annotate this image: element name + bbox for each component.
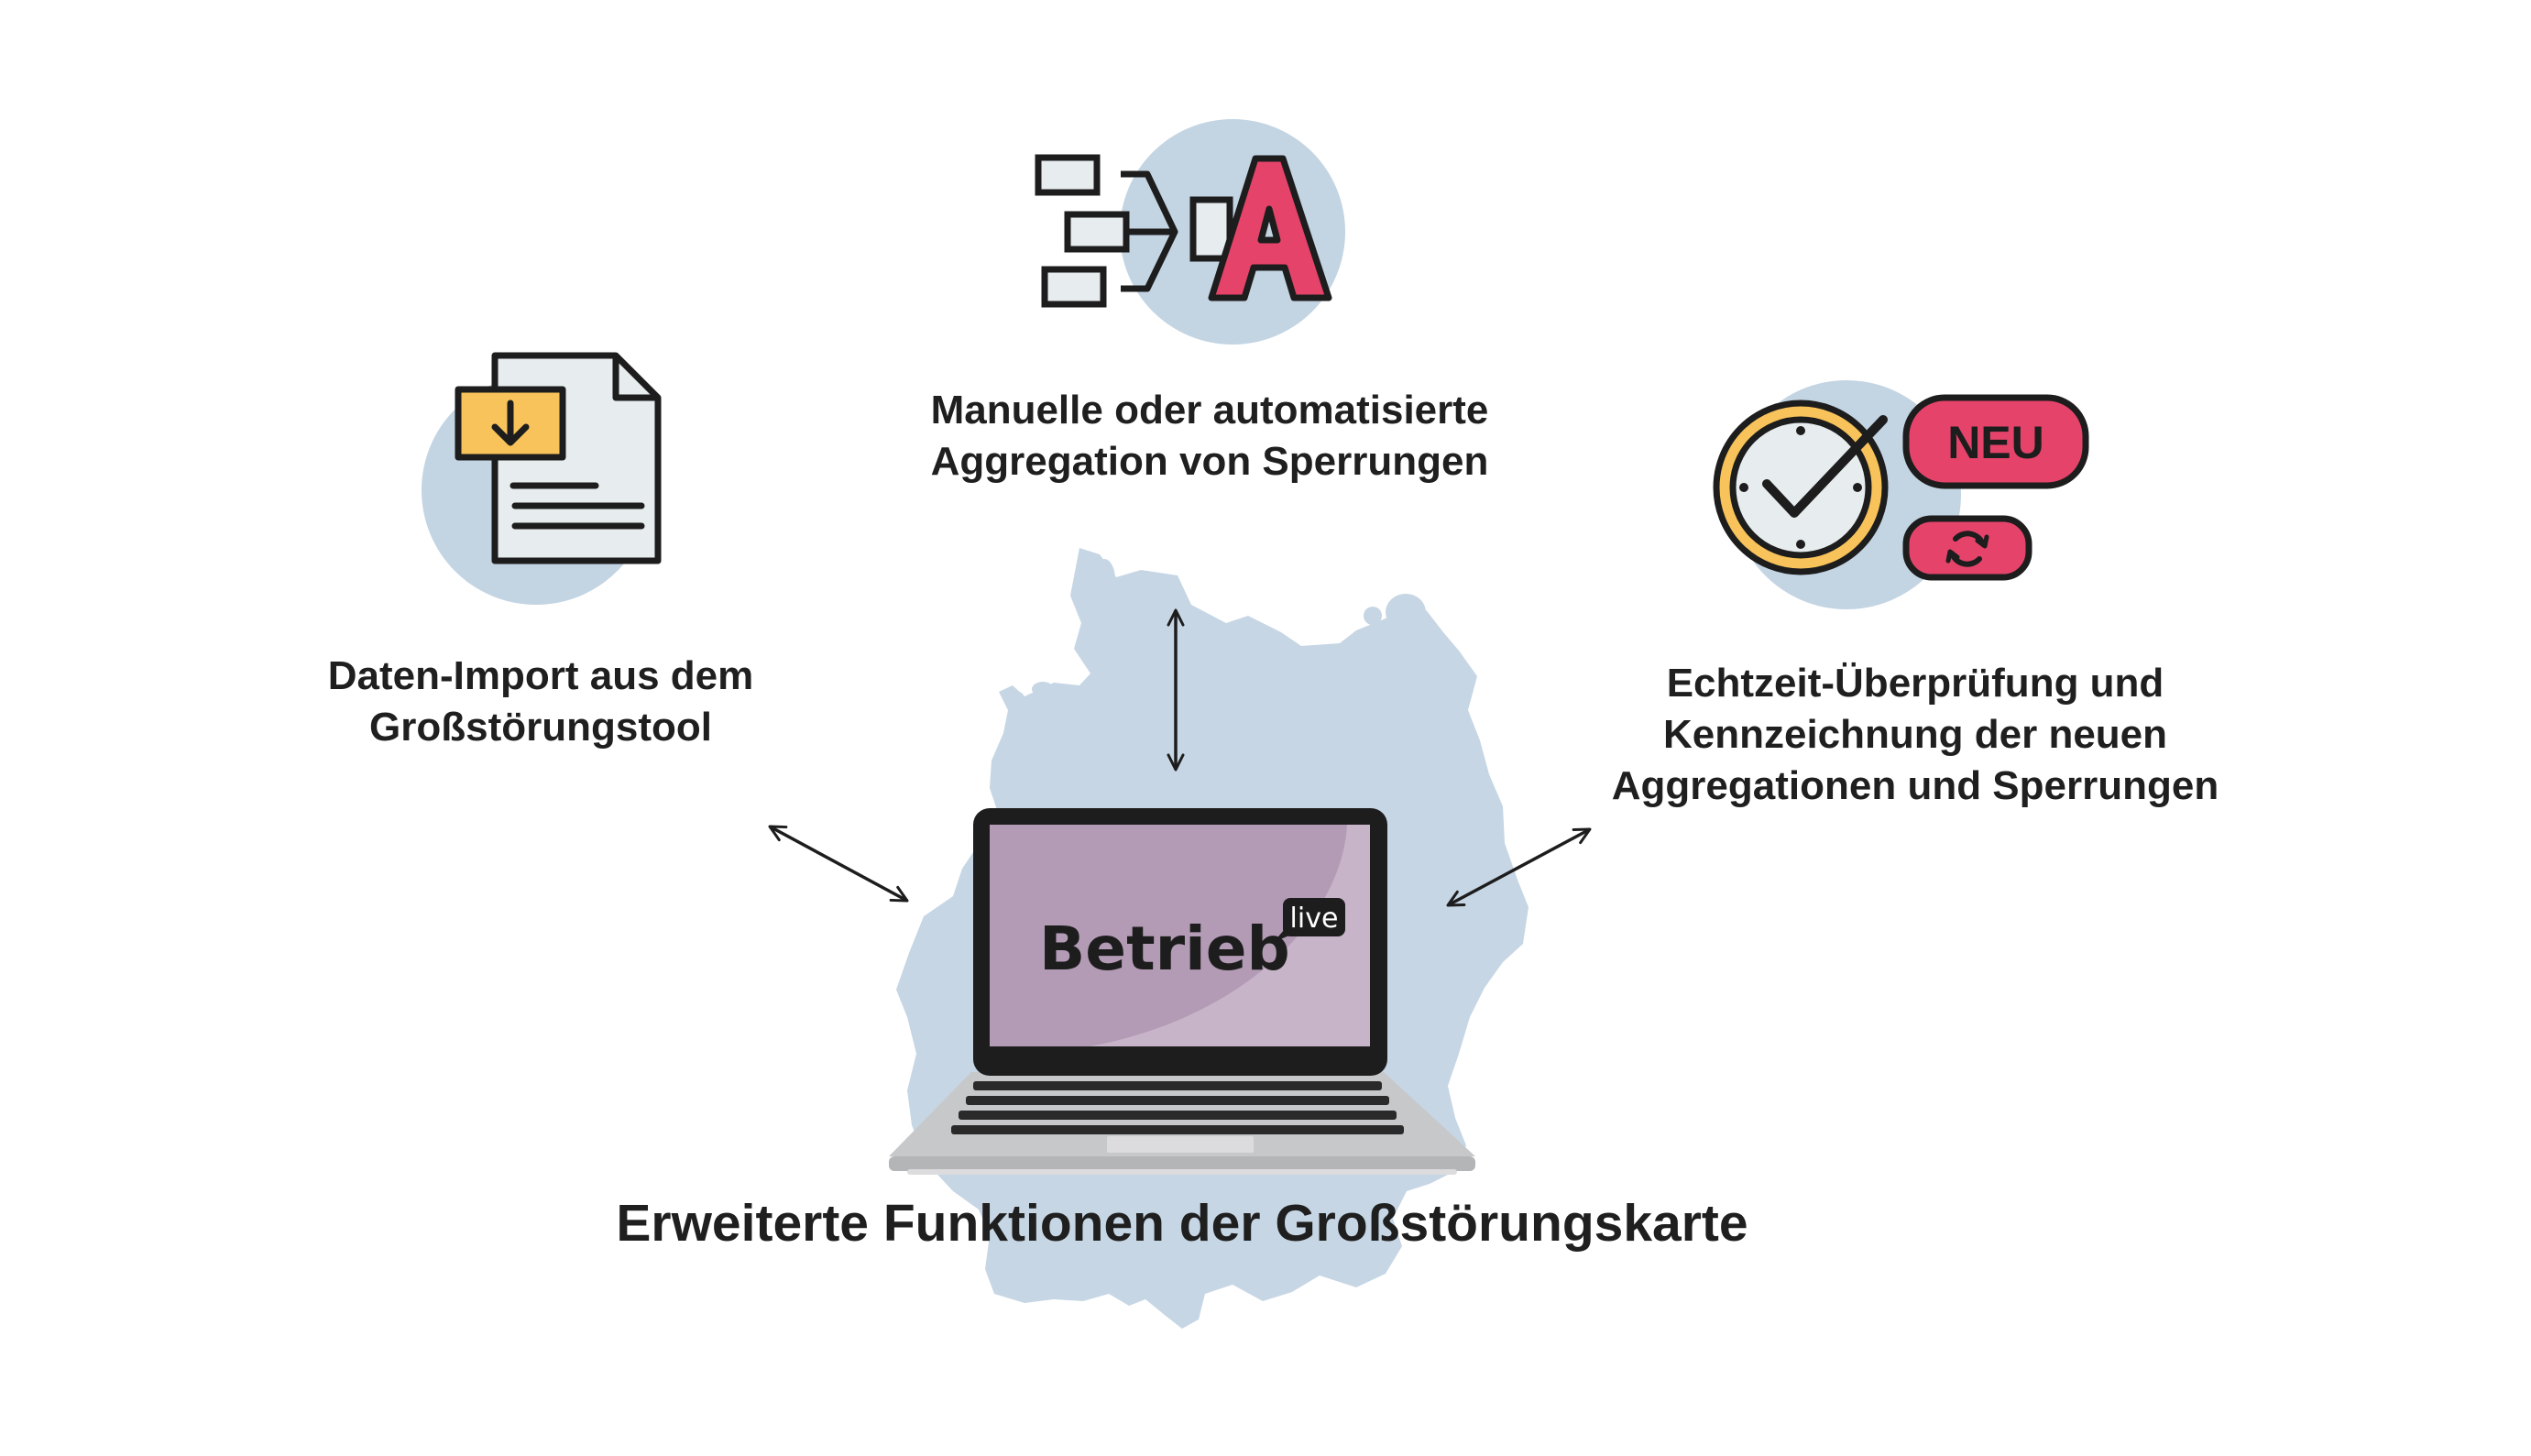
- realtime-label-line-2: Kennzeichnung der neuen: [1662, 712, 2168, 757]
- betrieb-logo-text: Betrieb: [1039, 914, 1290, 984]
- feature-label-import: Daten-Import aus dem Großstörungstool: [266, 651, 816, 753]
- diagram-title: Erweiterte Funktionen der Großstörungska…: [616, 1194, 1748, 1253]
- aggregation-label-line-2: Aggregation von Sperrungen: [930, 439, 1489, 484]
- refresh-icon: [1945, 531, 1989, 567]
- import-label-line-1: Daten-Import aus dem: [327, 653, 754, 698]
- document-download-icon: [455, 352, 662, 564]
- import-label-line-2: Großstörungstool: [369, 705, 712, 750]
- arrow-import: [768, 825, 909, 903]
- realtime-label-line-1: Echtzeit-Überprüfung und: [1666, 661, 2164, 706]
- refresh-badge: [1902, 515, 2032, 581]
- clock-check-icon: [1713, 400, 1889, 575]
- arrow-realtime: [1446, 827, 1592, 907]
- live-badge-text: live: [1290, 903, 1339, 935]
- map-islands: [1006, 559, 1426, 706]
- realtime-label-line-3: Aggregationen und Sperrungen: [1611, 763, 2219, 808]
- feature-label-aggregation: Manuelle oder automatisierte Aggregation…: [843, 385, 1576, 487]
- new-badge: NEU: [1902, 394, 2089, 489]
- feature-label-realtime: Echtzeit-Überprüfung und Kennzeichnung d…: [1539, 658, 2291, 812]
- new-badge-text: NEU: [1947, 417, 2044, 468]
- aggregation-icon: [1035, 154, 1332, 308]
- aggregation-label-line-1: Manuelle oder automatisierte: [930, 388, 1489, 432]
- laptop-keyboard: [951, 1081, 1404, 1134]
- live-badge: live: [1274, 898, 1345, 942]
- laptop: Betrieb live: [889, 808, 1475, 1175]
